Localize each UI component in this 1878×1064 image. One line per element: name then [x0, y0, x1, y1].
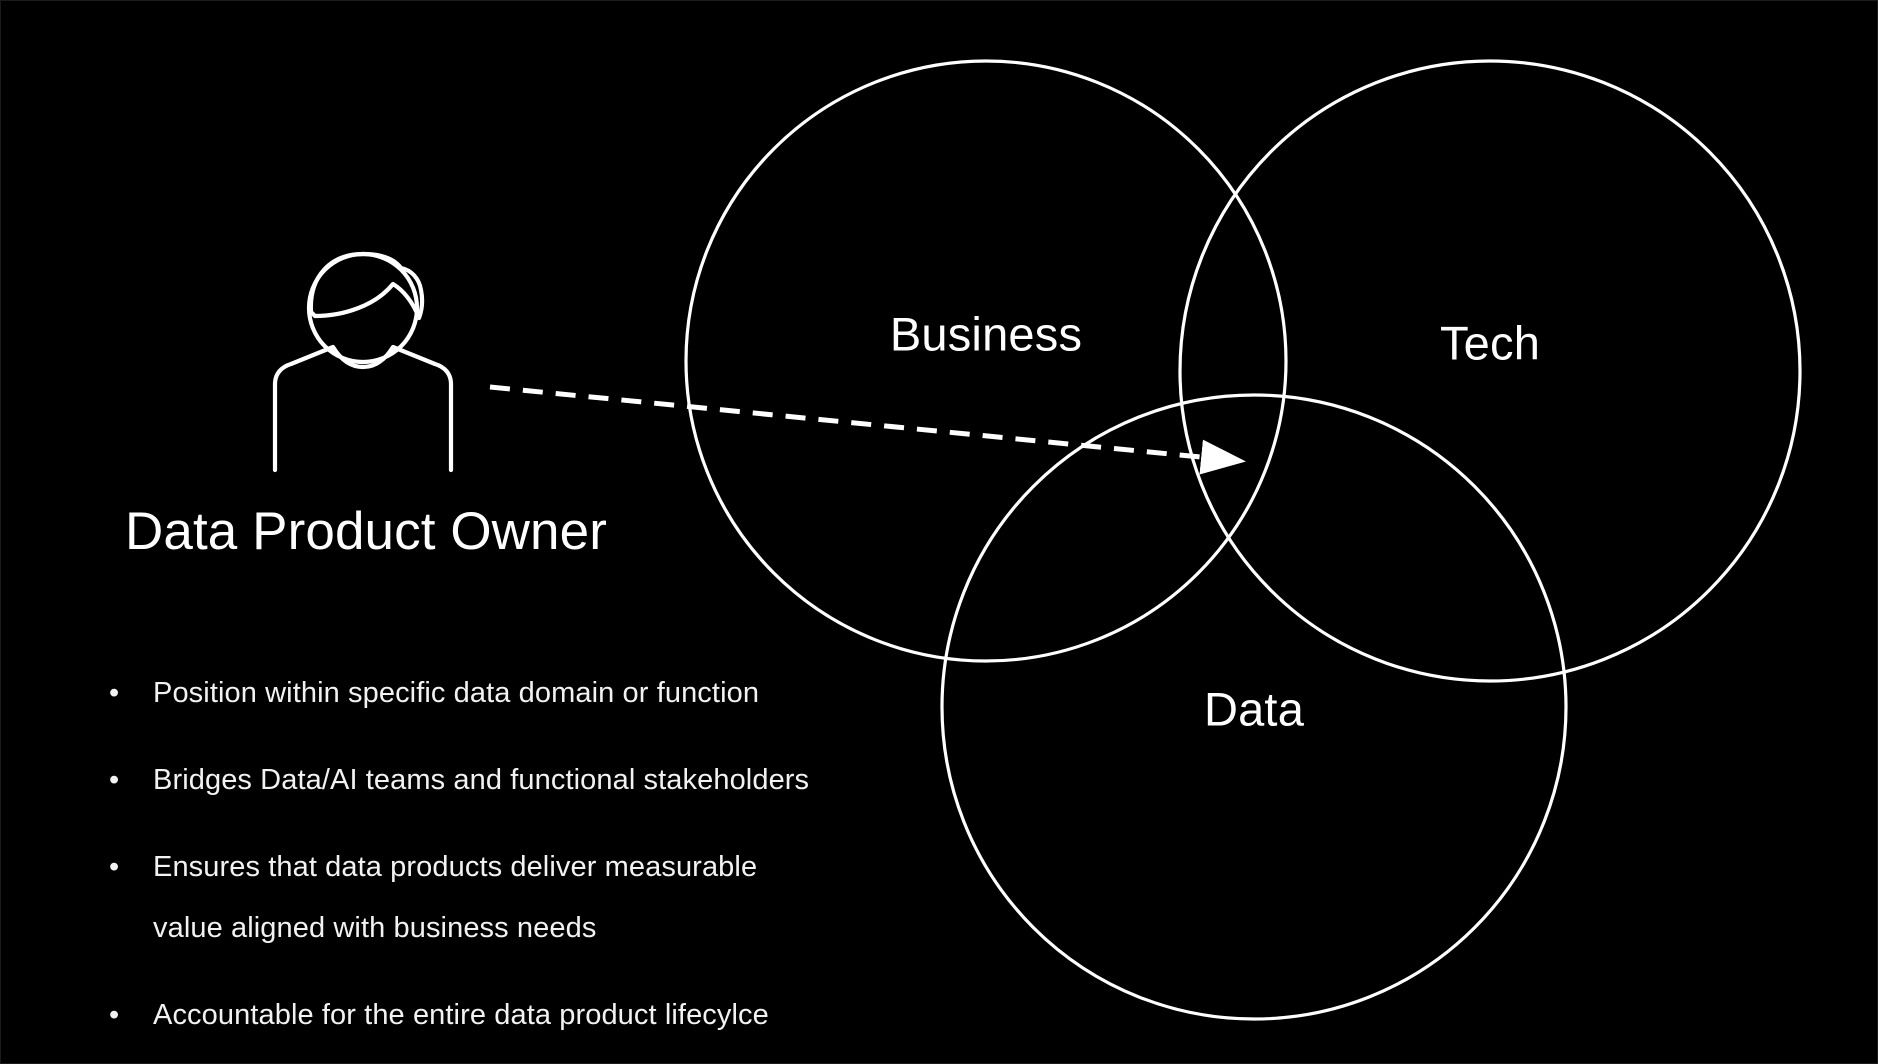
list-item: • Bridges Data/AI teams and functional s… — [101, 750, 941, 811]
role-bullet-list: • Position within specific data domain o… — [101, 663, 941, 1063]
venn-label-business: Business — [889, 307, 1083, 361]
bullet-marker: • — [109, 999, 120, 1031]
list-item-label: Position within specific data domain or … — [153, 677, 760, 709]
bullet-marker: • — [109, 677, 120, 709]
bullet-marker: • — [109, 851, 120, 883]
page-title: Data Product Owner — [125, 502, 607, 561]
list-item: • Ensures that data products deliver mea… — [101, 837, 941, 959]
list-item-label: Accountable for the entire data product … — [153, 999, 769, 1031]
list-item-label: Ensures that data products deliver measu… — [153, 851, 758, 944]
person-shoulders-icon — [272, 344, 454, 473]
dashed-arrow — [489, 384, 1246, 475]
venn-label-tech: Tech — [1439, 316, 1541, 370]
venn-label-data: Data — [1203, 682, 1305, 736]
person-hair-icon — [308, 251, 425, 321]
list-item: • Accountable for the entire data produc… — [101, 985, 941, 1046]
venn-circle-business — [684, 59, 1288, 663]
venn-circle-data — [940, 393, 1568, 1021]
list-item-label: Bridges Data/AI teams and functional sta… — [153, 764, 810, 796]
venn-circle-tech — [1178, 59, 1802, 683]
list-item: • Position within specific data domain o… — [101, 663, 941, 724]
bullet-marker: • — [109, 764, 120, 796]
person-icon — [272, 251, 454, 473]
